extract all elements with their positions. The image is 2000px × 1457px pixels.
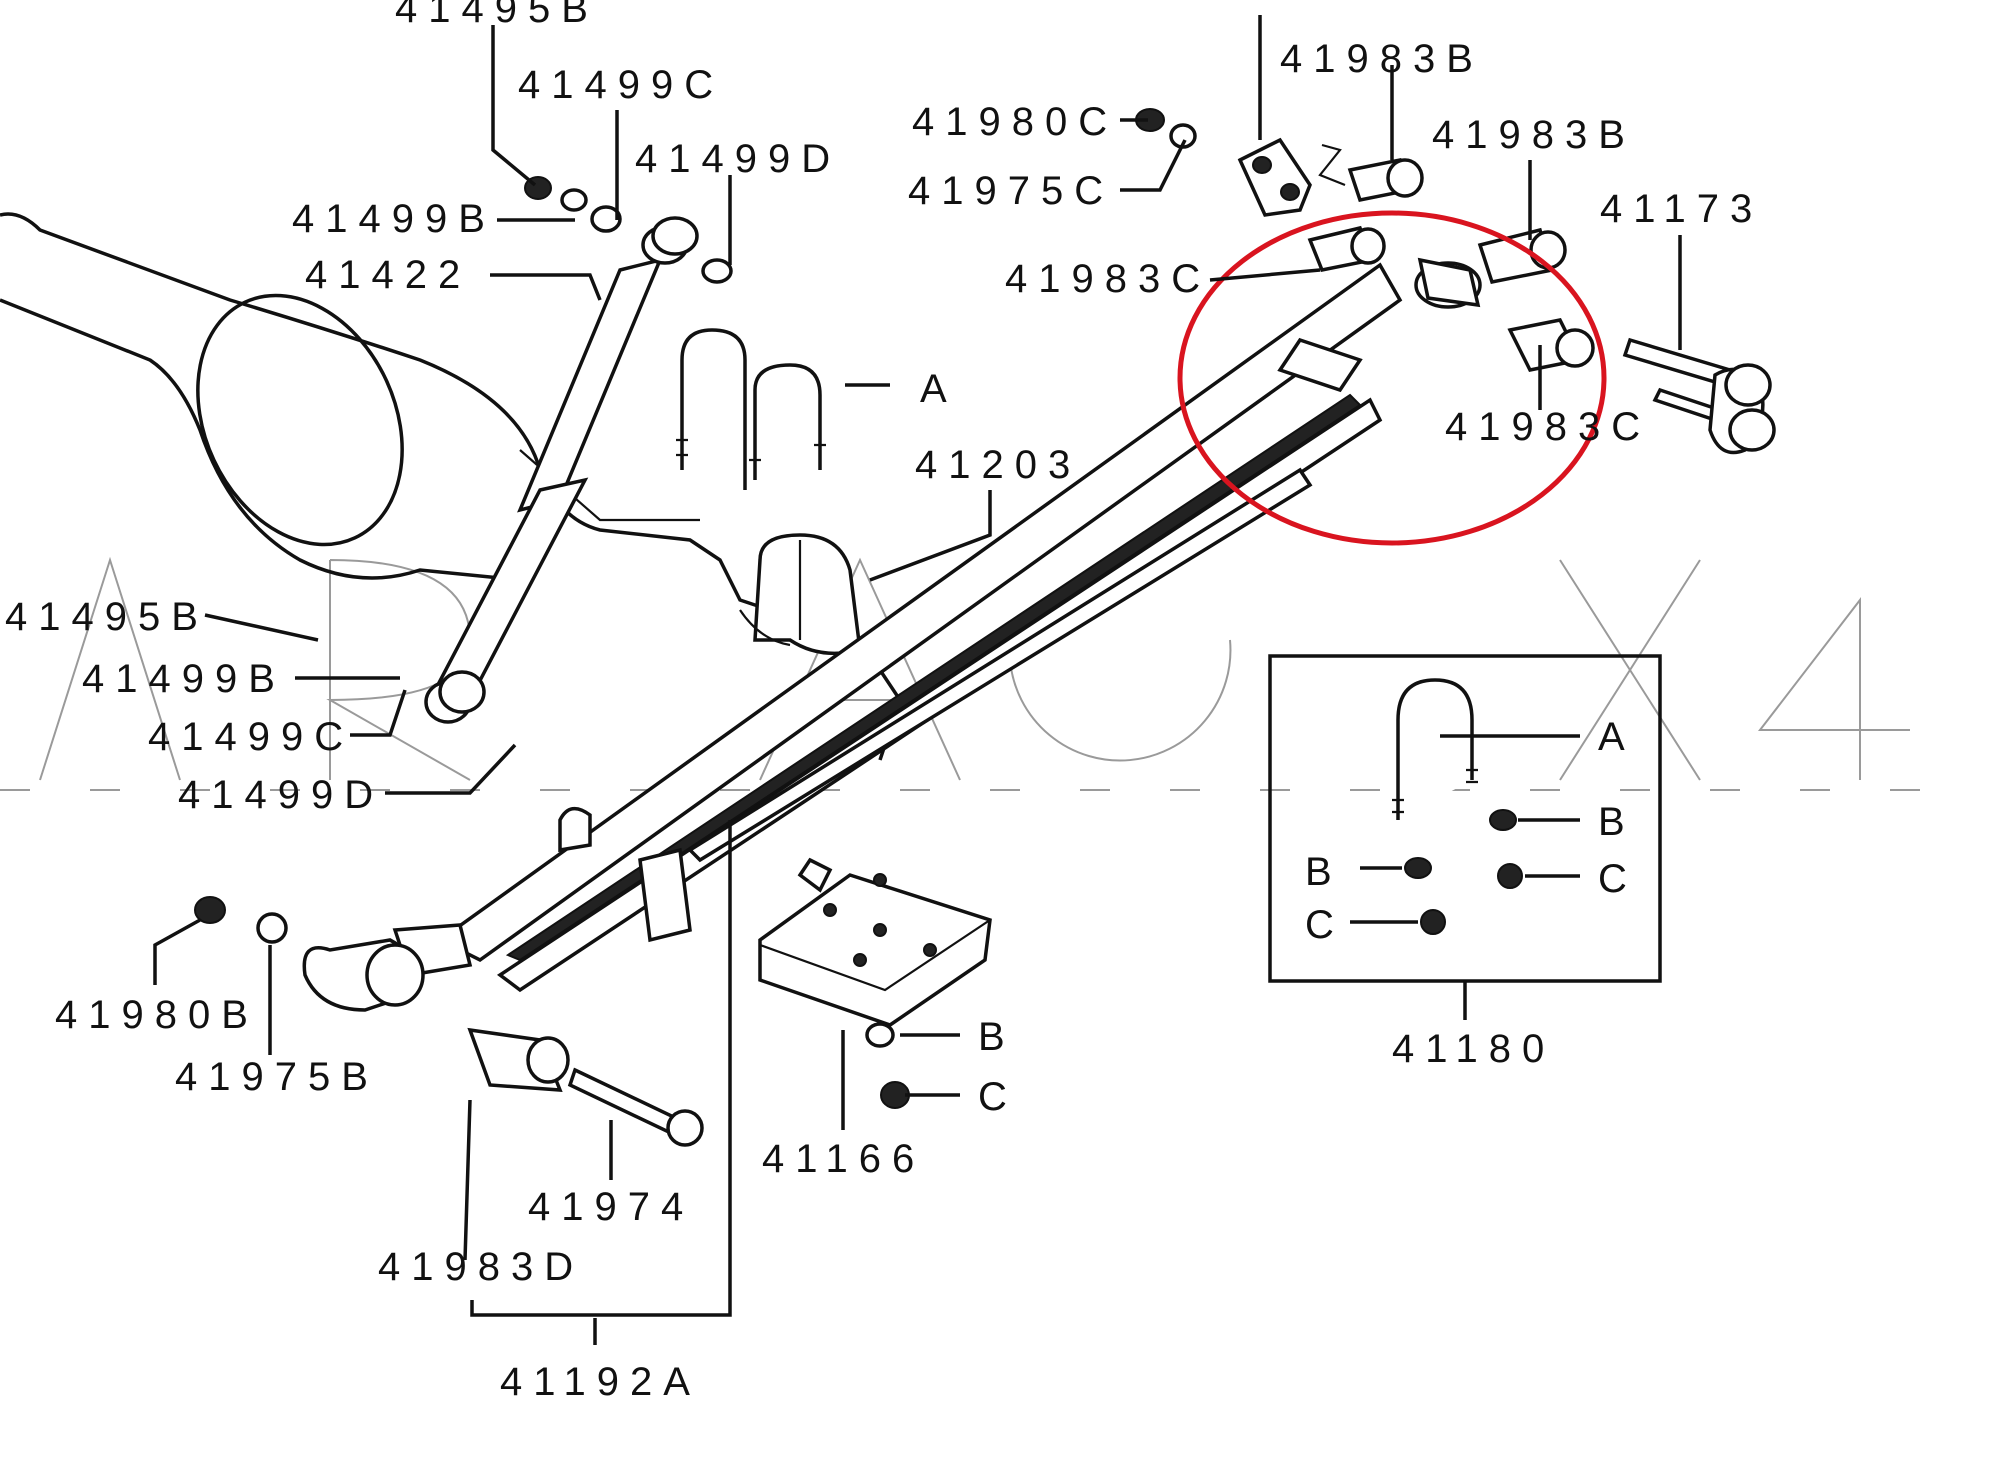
label-a-box: A [1598,715,1625,759]
label-41180: 41180 [1392,1027,1555,1071]
label-41166: 41166 [762,1137,925,1181]
leader-lines [153,15,1682,1345]
label-41983c-a: 41983C [1005,257,1211,301]
label-41980b: 41980B [55,993,259,1037]
label-41983b-a: 41983B [1280,37,1484,81]
leaf-spring [392,257,1482,993]
label-41983c-b: 41983C [1445,405,1651,449]
front-eye [194,896,704,1147]
label-41499b-top: 41499B [292,197,496,241]
part-labels: 41495B 41499C 41499D 41499B 41422 41980C… [5,0,1763,1404]
label-a-top: A [920,367,947,411]
label-41495b-mid: 41495B [5,595,209,639]
label-41203: 41203 [915,443,1081,487]
label-41173: 41173 [1600,187,1763,231]
label-41499b-mid: 41499B [82,657,286,701]
label-c-box-right: C [1598,857,1627,901]
label-41983b-b: 41983B [1432,113,1636,157]
label-41495b-top: 41495B [395,0,599,31]
label-41499d-mid: 41499D [178,773,384,817]
label-41499c-top: 41499C [518,63,724,107]
label-41980c: 41980C [912,100,1118,144]
label-41192a: 41192A [500,1360,701,1404]
label-41499c-mid: 41499C [148,715,354,759]
label-b-plate: B [978,1015,1005,1059]
label-41983d: 41983D [378,1245,584,1289]
label-41422: 41422 [305,253,471,297]
label-41975b: 41975B [175,1055,379,1099]
highlight-circle [1177,210,1607,546]
spring-seat [739,533,862,656]
label-41975c: 41975C [908,169,1114,213]
label-b-box-right: B [1598,800,1625,844]
label-c-plate: C [978,1075,1007,1119]
label-41499d-top: 41499D [635,137,841,181]
watermark [0,556,1960,791]
label-41974: 41974 [528,1185,694,1229]
label-b-box-left: B [1305,850,1332,894]
shock-absorber [424,216,699,724]
spring-plate [758,857,992,1109]
label-c-box-left: C [1305,903,1334,947]
u-bolts-top [676,328,826,490]
